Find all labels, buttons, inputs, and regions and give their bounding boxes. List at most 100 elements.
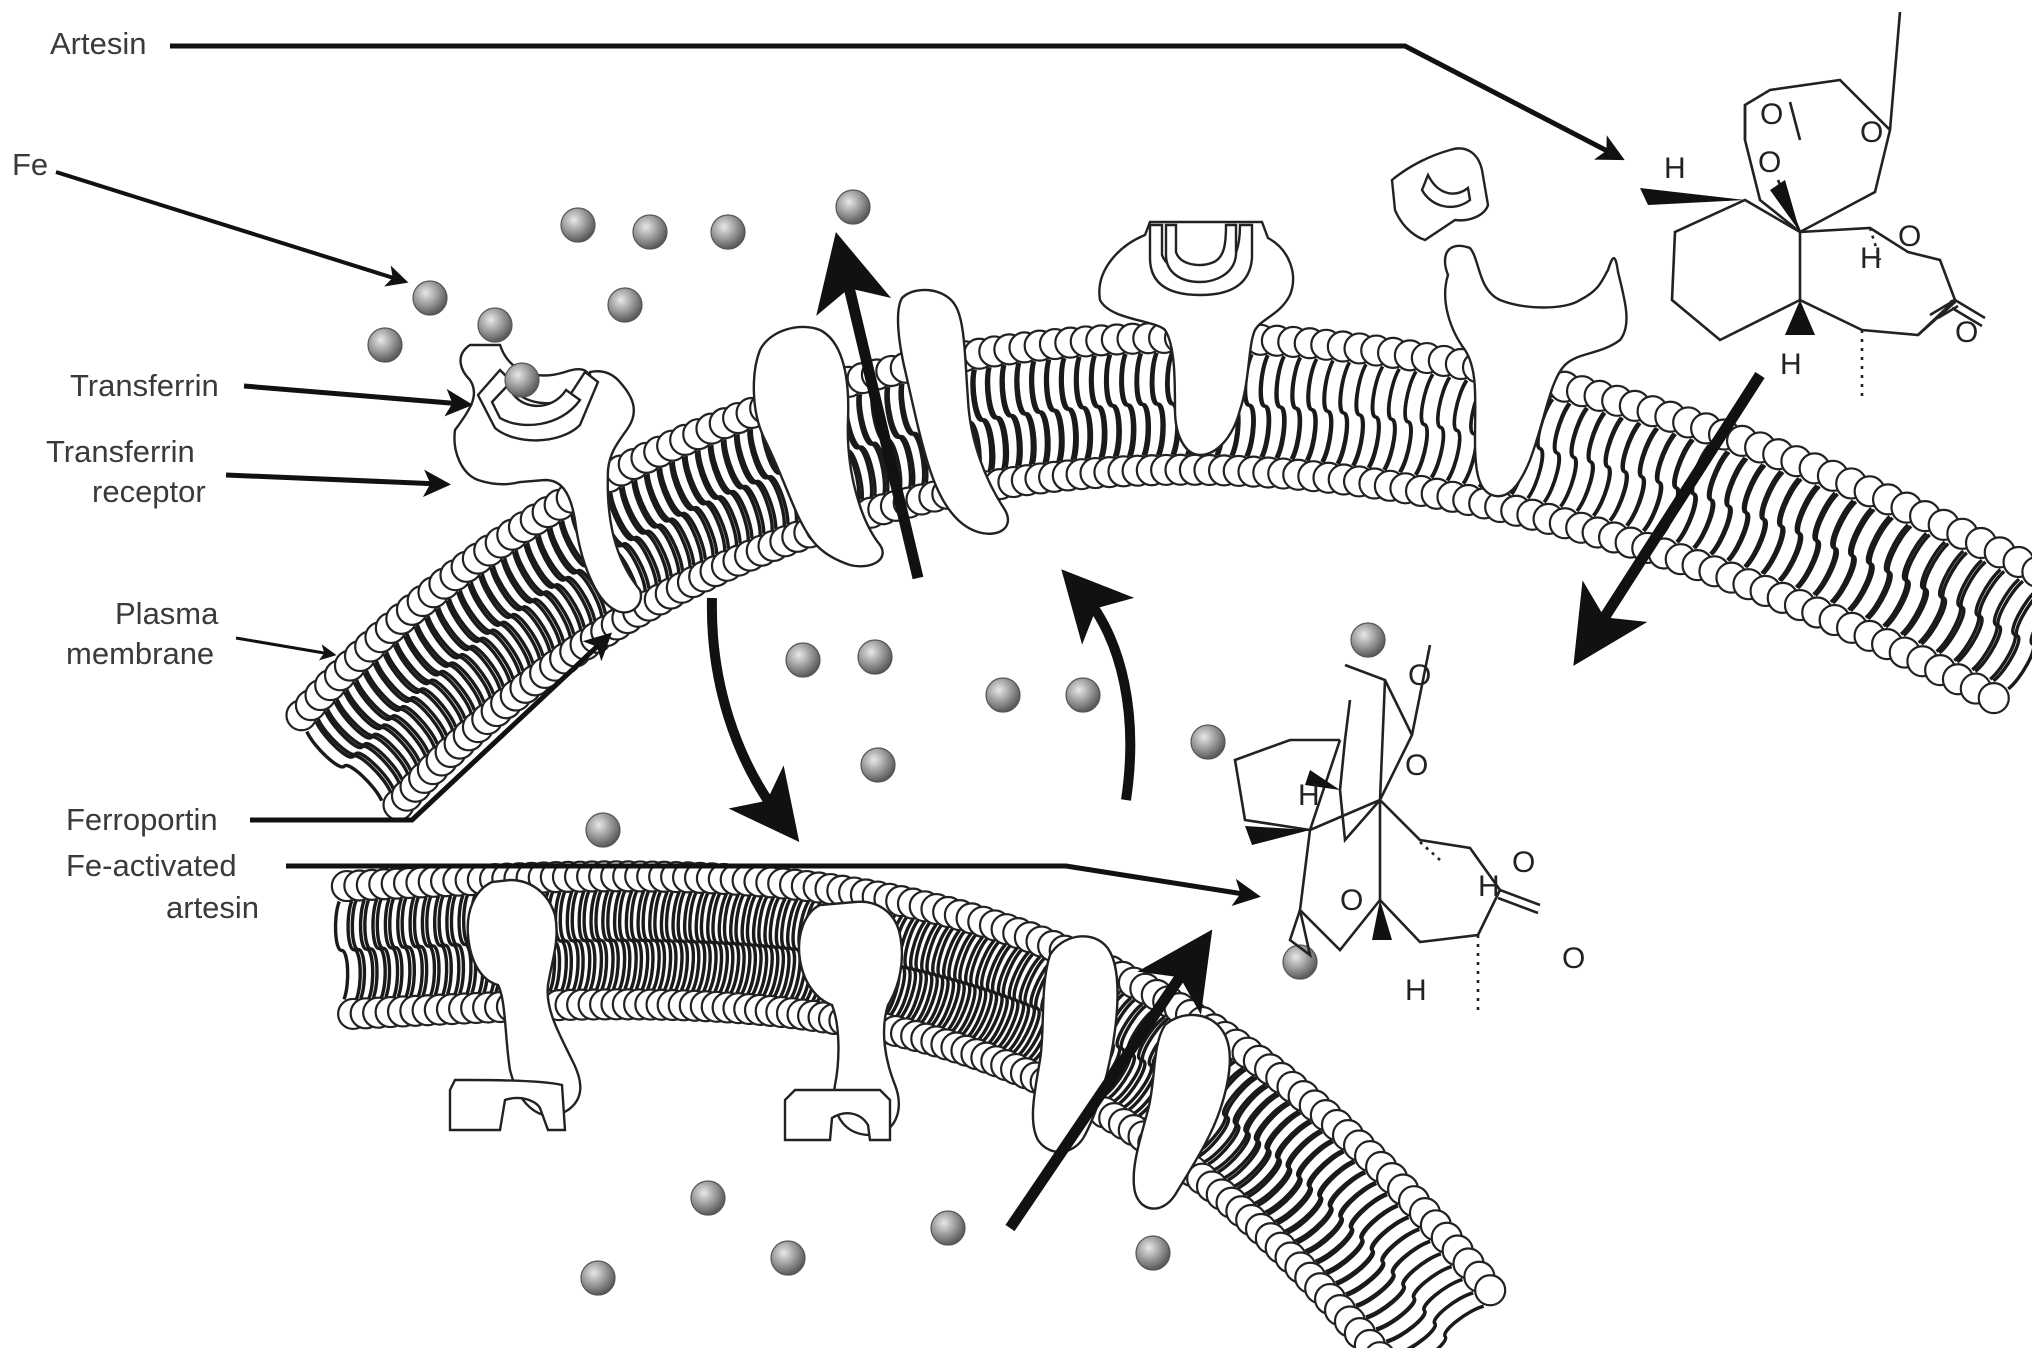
lipid-tail xyxy=(523,543,583,631)
iron-sphere xyxy=(607,287,643,323)
lipid-tail xyxy=(1385,1278,1463,1343)
lipid-tail xyxy=(636,890,650,991)
lipid-tail xyxy=(699,892,712,992)
lipid-tail xyxy=(457,894,473,994)
label-artesin: Artesin xyxy=(50,26,146,61)
lipid-tail xyxy=(1008,957,1046,1052)
iron-sphere xyxy=(367,327,403,363)
iron-sphere xyxy=(1190,724,1226,760)
lipid-tail xyxy=(456,591,522,674)
lipid-tail xyxy=(757,896,769,996)
lipid-tail xyxy=(947,934,977,1031)
lipid-tail xyxy=(413,626,483,706)
lipid-tail xyxy=(1365,1252,1442,1319)
top-chem-h1: H xyxy=(1664,152,1686,185)
fe-pointer-arrow xyxy=(55,170,409,287)
lipid-head xyxy=(1474,1274,1507,1307)
lipid-tail xyxy=(856,394,887,494)
lipid-tail xyxy=(612,890,627,991)
lipid-tail xyxy=(412,896,429,997)
lipid-tail xyxy=(1429,376,1452,479)
lipid-tail xyxy=(629,890,644,991)
lipid-tail xyxy=(480,573,545,657)
lipid-tail xyxy=(589,890,604,991)
lipid-tail xyxy=(447,598,515,680)
lipid-tail xyxy=(1899,540,1947,636)
lipid-tail xyxy=(688,891,701,992)
lipid-tail xyxy=(1334,1215,1409,1285)
lipid-tail xyxy=(783,899,799,999)
label-transferrin: Transferrin xyxy=(70,368,219,403)
lipid-tail xyxy=(1304,358,1318,462)
lipid-tail xyxy=(606,890,620,991)
lipid-tail xyxy=(710,444,754,539)
lipid-tail xyxy=(1956,570,2006,664)
lipid-tail xyxy=(371,899,387,999)
iron-sphere xyxy=(857,639,893,675)
lipid-tail xyxy=(395,642,467,720)
lipid-tail xyxy=(374,660,449,737)
lipid-tail xyxy=(425,896,441,996)
lipid-tail xyxy=(1935,558,1984,653)
lipid-tail xyxy=(1992,598,2032,683)
process-arrows xyxy=(706,232,1765,1232)
iron-entry-arrow xyxy=(1005,929,1213,1232)
lipid-tail xyxy=(1849,516,1894,612)
lipid-tail xyxy=(1274,1149,1344,1224)
ferroportin-left-b xyxy=(896,288,1010,535)
lipid-tail xyxy=(491,565,555,650)
lipid-tail xyxy=(1902,542,1950,637)
lipid-tail xyxy=(618,487,670,579)
lipid-tail xyxy=(467,583,532,667)
lipid-tail xyxy=(717,893,730,993)
transferrin-receptor-pointer-arrow xyxy=(225,469,451,498)
protein-group xyxy=(448,147,1628,1210)
label-fe-activated-line1: Fe-activated xyxy=(66,848,237,883)
lipid-tail xyxy=(1073,356,1091,460)
lipid-tail xyxy=(773,897,787,998)
lipid-tail xyxy=(1884,533,1931,629)
lipid-tail xyxy=(1693,451,1731,550)
lipid-tail xyxy=(1762,478,1803,576)
artesin-entry-arrow xyxy=(1573,372,1765,666)
fe-activated-pointer-arrow xyxy=(286,863,1261,907)
lipid-tail xyxy=(565,891,580,991)
label-group: Artesin Fe Transferrin Transferrin recep… xyxy=(12,26,259,925)
lipid-tail xyxy=(707,445,750,541)
lipid-tail xyxy=(449,895,466,995)
bottom-chem-o5: O xyxy=(1340,884,1363,917)
lipid-tail xyxy=(1103,354,1120,458)
lipid-tail xyxy=(987,948,1023,1044)
lipid-tail xyxy=(895,919,920,1017)
lipid-tail xyxy=(420,896,437,996)
iron-sphere xyxy=(560,207,596,243)
lipid-tail xyxy=(898,383,926,485)
label-fe-activated-line2: artesin xyxy=(166,890,259,925)
lipid-tail xyxy=(1014,362,1034,466)
iron-sphere xyxy=(860,747,896,783)
lipid-tail xyxy=(1002,955,1042,1050)
lipid-tail xyxy=(936,930,966,1028)
lipid-head xyxy=(1977,682,2010,715)
lipid-tail xyxy=(384,651,458,728)
lipid-tail xyxy=(1012,960,1053,1054)
lipid-tail xyxy=(664,891,678,991)
artesin-molecule: H O O O O O H H xyxy=(1640,11,1986,400)
lipid-tail xyxy=(1642,432,1677,533)
lipid-tail xyxy=(648,890,661,991)
lipid-head xyxy=(2021,556,2032,587)
lipid-tail xyxy=(1224,1100,1289,1180)
lipid-tail xyxy=(706,892,718,993)
lipid-tail xyxy=(729,894,741,994)
lipid-tail xyxy=(1989,592,2032,681)
ferroportin-left-a xyxy=(752,325,884,568)
lipid-tail xyxy=(1029,360,1048,464)
lipid-tail xyxy=(658,467,707,560)
iron-sphere xyxy=(1065,677,1101,713)
lipid-tail xyxy=(434,608,502,690)
lipid-tail xyxy=(697,450,742,544)
lipid-tail xyxy=(594,890,609,991)
lipid-tail xyxy=(426,615,496,695)
lipid-tail xyxy=(333,700,410,775)
lipid-tail xyxy=(681,456,727,551)
